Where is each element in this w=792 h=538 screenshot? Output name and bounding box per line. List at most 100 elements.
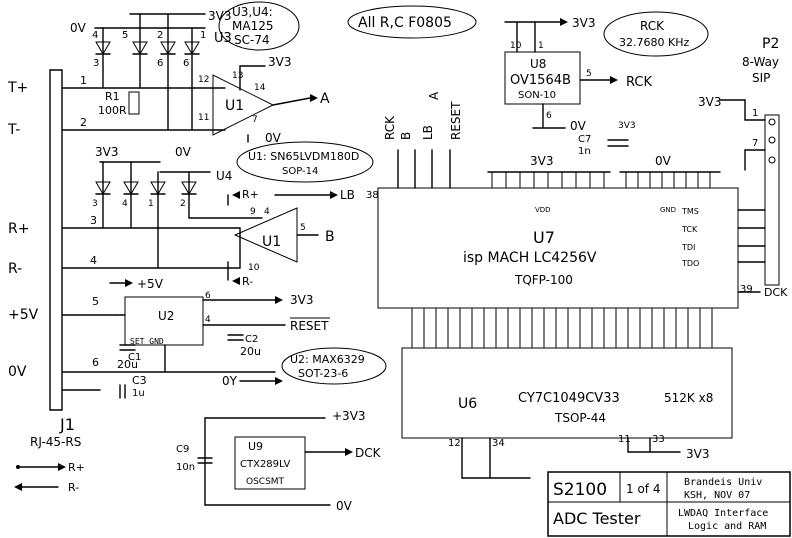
net-dck: DCK — [764, 286, 788, 299]
svg-text:6: 6 — [183, 58, 189, 69]
svg-text:RCK: RCK — [383, 115, 397, 140]
svg-text:20u: 20u — [240, 345, 261, 358]
project-title: ADC Tester — [553, 509, 641, 528]
svg-text:1: 1 — [538, 41, 544, 51]
svg-text:6: 6 — [546, 111, 552, 121]
svg-text:GND: GND — [660, 206, 676, 214]
svg-text:13: 13 — [232, 71, 243, 81]
j1-pin-tplus: T+ — [7, 80, 28, 96]
svg-text:3V3: 3V3 — [290, 293, 313, 307]
u3-label: U3 — [214, 31, 232, 46]
svg-text:U4: U4 — [216, 169, 232, 183]
title-block: S2100 1 of 4 Brandeis Univ KSH, NOV 07 A… — [547, 471, 791, 537]
svg-text:U6: U6 — [458, 396, 477, 412]
u6-sram: U6 CY7C1049CV33 512K x8 TSOP-44 12 34 3V… — [401, 347, 733, 479]
u7-cpld: U7 isp MACH LC4256V TQFP-100 38 39 DCK V… — [366, 154, 788, 348]
svg-text:1u: 1u — [132, 388, 145, 399]
u3u4-note: U3,U4: MA125 SC-74 — [218, 1, 300, 51]
svg-text:A: A — [427, 91, 441, 100]
svg-text:10: 10 — [248, 263, 260, 273]
svg-text:33: 33 — [652, 434, 665, 445]
svg-text:R1: R1 — [105, 90, 120, 103]
drawing-number: S2100 — [553, 480, 607, 500]
u1-receiver: B U1 R+ R- LB 9 4 5 10 — [188, 188, 355, 288]
svg-text:SET GND: SET GND — [130, 337, 164, 346]
p2-connector: P2 8-Way SIP 3V3 1 7 — [698, 36, 780, 286]
all-rc-note: All R,C F0805 — [347, 5, 477, 39]
svg-text:3V3: 3V3 — [572, 16, 595, 30]
svg-text:6: 6 — [205, 291, 211, 301]
svg-text:C1: C1 — [128, 352, 141, 363]
svg-text:5: 5 — [92, 295, 99, 308]
j1-type: RJ-45-RS — [30, 435, 81, 449]
svg-text:U7: U7 — [533, 228, 555, 247]
j1-pin-rminus: R- — [8, 261, 22, 277]
svg-text:TQFP-100: TQFP-100 — [514, 273, 573, 287]
net-b: B — [325, 229, 335, 245]
j1-pin-rplus: R+ — [8, 221, 29, 237]
svg-text:3V3: 3V3 — [698, 95, 721, 109]
svg-text:0Y: 0Y — [222, 374, 238, 388]
u1-note: U1: SN65LVDM180D SOP-14 — [236, 141, 374, 183]
svg-text:R-: R- — [242, 275, 253, 288]
svg-text:isp MACH LC4256V: isp MACH LC4256V — [463, 250, 597, 266]
svg-text:32.7680 KHz: 32.7680 KHz — [619, 36, 689, 49]
svg-text:VDD: VDD — [535, 206, 551, 214]
svg-text:1: 1 — [752, 108, 758, 119]
signal-legend: R+ R- — [14, 461, 85, 494]
svg-text:TCK: TCK — [681, 225, 698, 234]
svg-text:2: 2 — [157, 30, 163, 41]
net-a: A — [320, 91, 330, 107]
svg-text:512K x8: 512K x8 — [664, 391, 713, 405]
svg-text:+3V3: +3V3 — [332, 409, 366, 423]
svg-text:20u: 20u — [117, 358, 138, 371]
svg-text:R+: R+ — [242, 188, 259, 201]
svg-text:5: 5 — [586, 69, 592, 79]
svg-text:5: 5 — [300, 223, 306, 233]
svg-text:U1: U1 — [262, 234, 281, 250]
svg-text:+5V: +5V — [137, 277, 164, 291]
sheet-number: 1 of 4 — [626, 482, 660, 496]
svg-text:TSOP-44: TSOP-44 — [554, 411, 606, 425]
svg-text:12: 12 — [198, 75, 209, 85]
u7-input-flags: RCK B LB A RESET — [383, 91, 463, 189]
u2-note: U2: MAX6329 SOT-23-6 — [281, 347, 387, 385]
org-name: Brandeis Univ — [684, 477, 762, 488]
svg-text:1: 1 — [80, 74, 87, 87]
svg-text:0V: 0V — [655, 154, 672, 168]
svg-text:38: 38 — [366, 190, 379, 201]
svg-text:B: B — [399, 132, 413, 140]
svg-text:RESET: RESET — [449, 101, 463, 140]
svg-text:P2: P2 — [762, 36, 779, 52]
svg-text:LB: LB — [421, 125, 435, 140]
svg-text:0V: 0V — [570, 119, 587, 133]
svg-text:CY7C1049CV33: CY7C1049CV33 — [518, 391, 620, 406]
svg-text:U9: U9 — [248, 440, 263, 453]
svg-text:2: 2 — [180, 199, 186, 209]
svg-text:5: 5 — [122, 30, 128, 41]
description-line-1: LWDAQ Interface — [678, 508, 768, 519]
svg-text:10: 10 — [510, 41, 522, 51]
author-date: KSH, NOV 07 — [684, 490, 750, 501]
svg-text:TMS: TMS — [681, 207, 699, 216]
svg-text:3: 3 — [90, 214, 97, 227]
svg-text:0V: 0V — [336, 499, 353, 513]
c3-capacitor: C3 1u — [119, 374, 147, 399]
svg-text:OV1564B: OV1564B — [510, 73, 571, 88]
svg-text:6: 6 — [92, 356, 99, 369]
j1-pin-5v: +5V — [8, 307, 39, 323]
svg-text:C2: C2 — [245, 334, 258, 345]
rck-note: RCK 32.7680 KHz — [603, 11, 709, 57]
net-reset: RESET — [290, 319, 329, 333]
net-dck-u9: DCK — [355, 446, 382, 460]
svg-text:3: 3 — [92, 199, 98, 209]
svg-text:3V3: 3V3 — [618, 121, 636, 131]
svg-text:11: 11 — [618, 434, 631, 445]
svg-text:TDI: TDI — [681, 243, 695, 252]
svg-text:All R,C F0805: All R,C F0805 — [358, 15, 452, 31]
svg-text:10n: 10n — [176, 462, 195, 473]
svg-text:3V3: 3V3 — [686, 447, 709, 461]
svg-text:4: 4 — [205, 315, 211, 325]
u7-top-pins — [491, 172, 711, 188]
u7-bottom-pins — [411, 308, 713, 348]
